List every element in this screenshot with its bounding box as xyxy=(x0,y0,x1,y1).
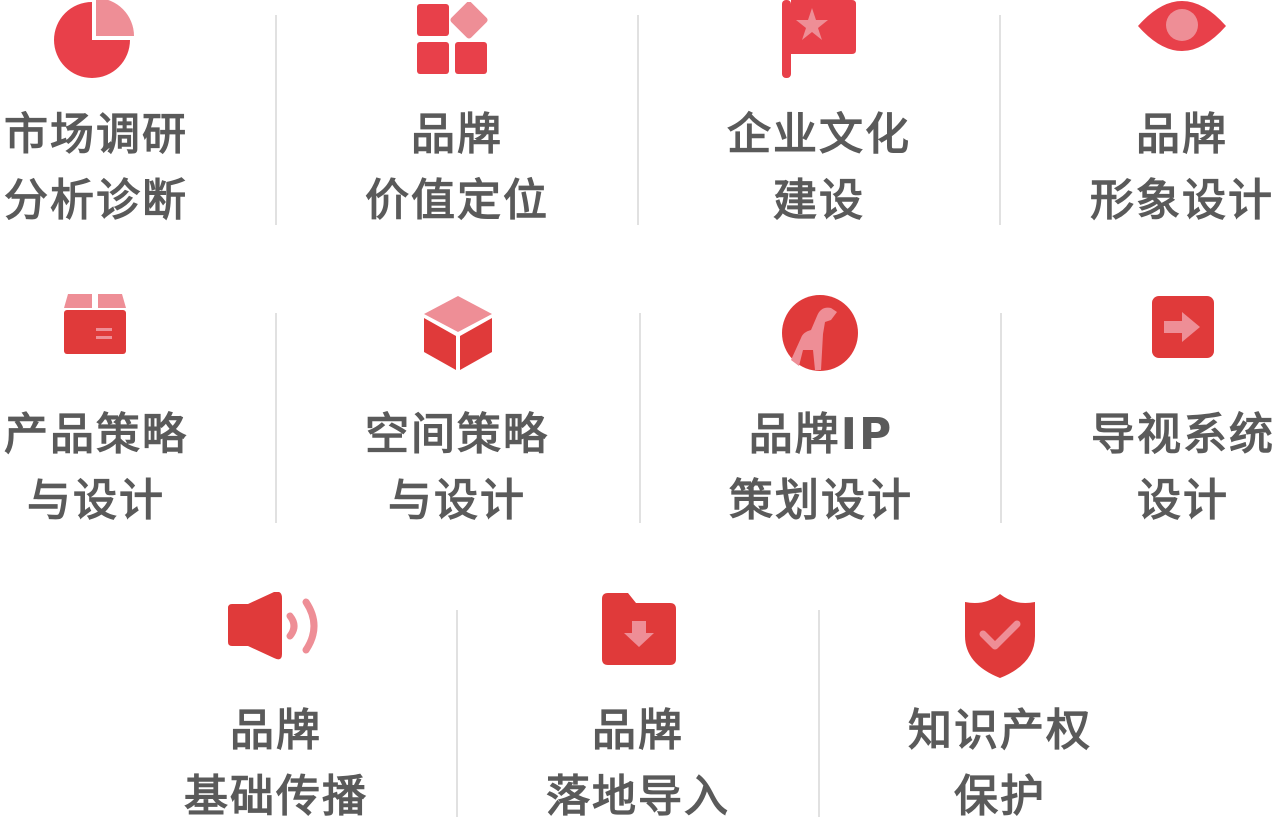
service-label: 品牌 价值定位 xyxy=(365,109,549,226)
divider xyxy=(637,15,639,225)
eye-icon xyxy=(1136,0,1228,60)
divider xyxy=(818,610,820,817)
app-grid-icon xyxy=(415,1,499,82)
pie-chart-icon xyxy=(52,0,136,84)
service-label: 产品策略 与设计 xyxy=(4,409,188,526)
service-label: 知识产权 保护 xyxy=(908,705,1092,822)
service-label: 品牌 落地导入 xyxy=(546,705,730,822)
service-label: 品牌 基础传播 xyxy=(184,705,368,822)
divider xyxy=(275,15,277,225)
cube-icon xyxy=(422,294,494,376)
service-label: 企业文化 建设 xyxy=(727,109,911,226)
arrow-right-icon xyxy=(1150,296,1216,362)
divider xyxy=(275,313,277,523)
divider xyxy=(456,610,458,817)
folder-download-icon xyxy=(600,593,678,671)
speaker-icon xyxy=(226,591,326,666)
flag-icon xyxy=(780,0,860,84)
divider xyxy=(639,313,641,523)
shield-check-icon xyxy=(963,592,1037,684)
service-label: 导视系统 设计 xyxy=(1091,409,1275,526)
service-label: 品牌IP 策划设计 xyxy=(729,409,913,526)
service-label: 空间策略 与设计 xyxy=(365,409,549,526)
box-icon xyxy=(62,294,130,362)
service-label: 品牌 形象设计 xyxy=(1090,109,1274,226)
service-label: 市场调研 分析诊断 xyxy=(4,109,188,226)
divider xyxy=(1000,313,1002,523)
dog-icon xyxy=(781,294,861,378)
divider xyxy=(999,15,1001,225)
